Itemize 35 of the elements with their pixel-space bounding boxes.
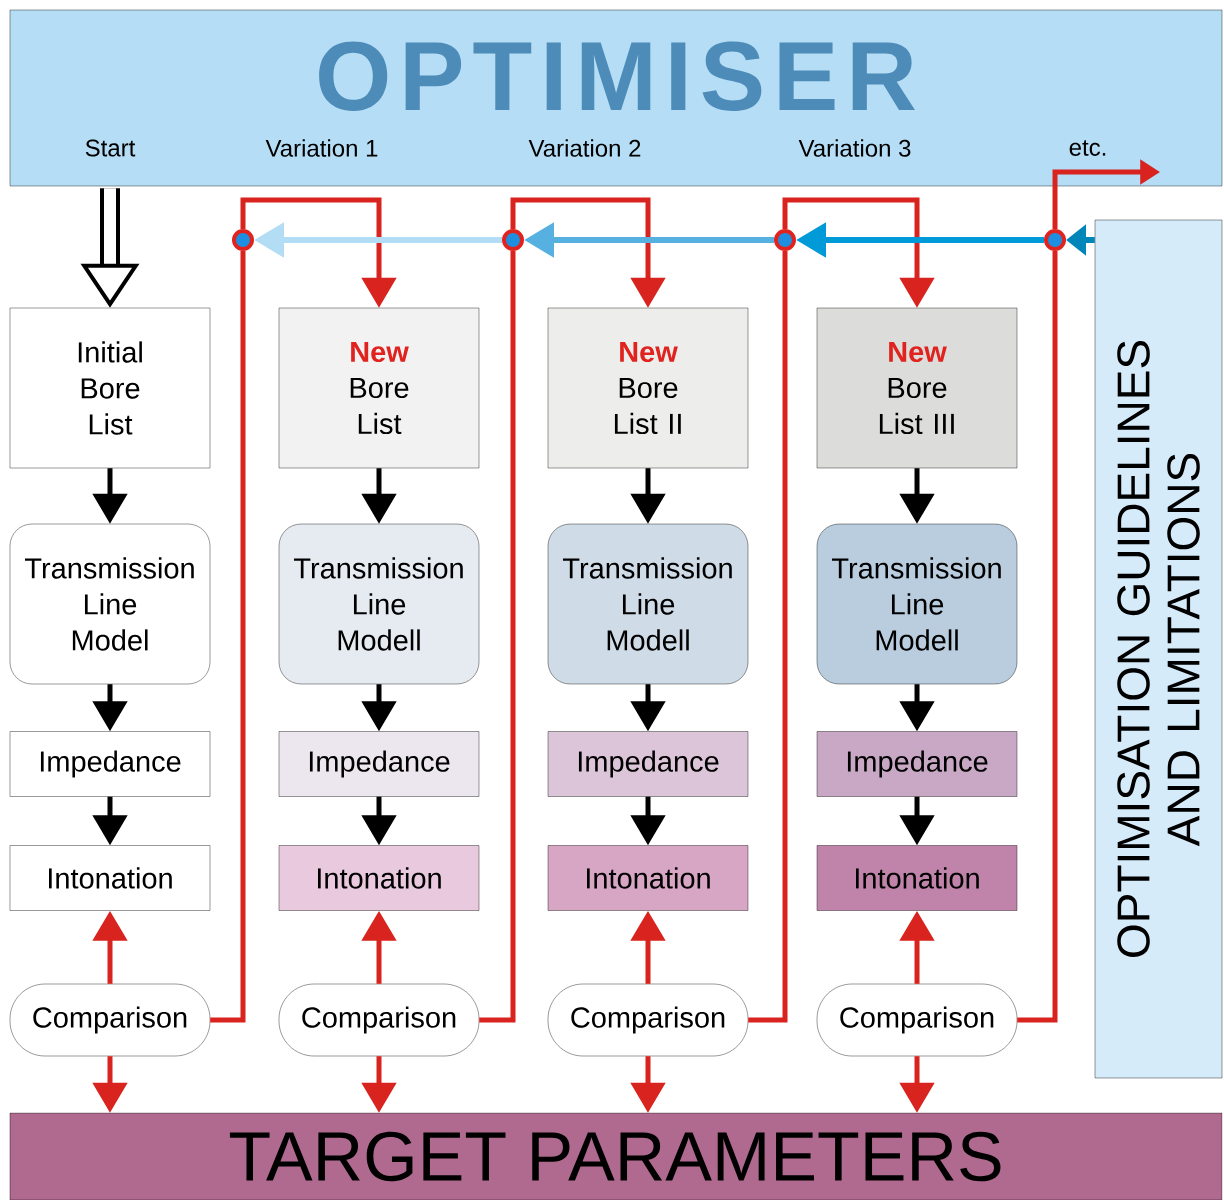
band-label: Start — [85, 139, 136, 157]
process-box: New Bore List — [278, 307, 480, 469]
junction-dot — [774, 229, 796, 251]
process-box: Impedance — [278, 731, 480, 797]
process-box: Intonation — [816, 845, 1018, 911]
junction-dot — [1044, 229, 1066, 251]
rounded-box: Comparison — [816, 983, 1018, 1057]
rounded-box: Comparison — [547, 983, 749, 1057]
process-box: Intonation — [278, 845, 480, 911]
junction-dot — [232, 229, 254, 251]
rounded-box: Comparison — [9, 983, 211, 1057]
target-banner: TARGET PARAMETERS — [9, 1112, 1223, 1200]
connector-line — [479, 251, 516, 1023]
connector-line — [210, 251, 246, 1023]
process-box: New Bore List II — [547, 307, 749, 469]
process-box: Impedance — [9, 731, 211, 797]
band-label: Variation 1 — [265, 139, 378, 157]
rounded-box: Transmission Line Model — [9, 523, 211, 685]
rounded-box: Transmission Line Modell — [816, 523, 1018, 685]
band-label: Variation 2 — [528, 139, 641, 157]
process-box: Initial Bore List — [9, 307, 211, 469]
rounded-box: Transmission Line Modell — [278, 523, 480, 685]
connector-line — [1017, 251, 1058, 1023]
band-label: etc. — [1069, 140, 1106, 156]
process-box: Intonation — [547, 845, 749, 911]
rounded-box: Comparison — [278, 983, 480, 1057]
guidelines-panel: OPTIMISATION GUIDELINES AND LIMITATIONS — [1094, 219, 1223, 1079]
process-box: New Bore List III — [816, 307, 1018, 469]
junction-dot — [502, 229, 524, 251]
rounded-box: Transmission Line Modell — [547, 523, 749, 685]
band-label: Variation 3 — [798, 139, 911, 157]
connector-line — [748, 251, 788, 1023]
process-box: Impedance — [816, 731, 1018, 797]
process-box: Intonation — [9, 845, 211, 911]
process-box: Impedance — [547, 731, 749, 797]
